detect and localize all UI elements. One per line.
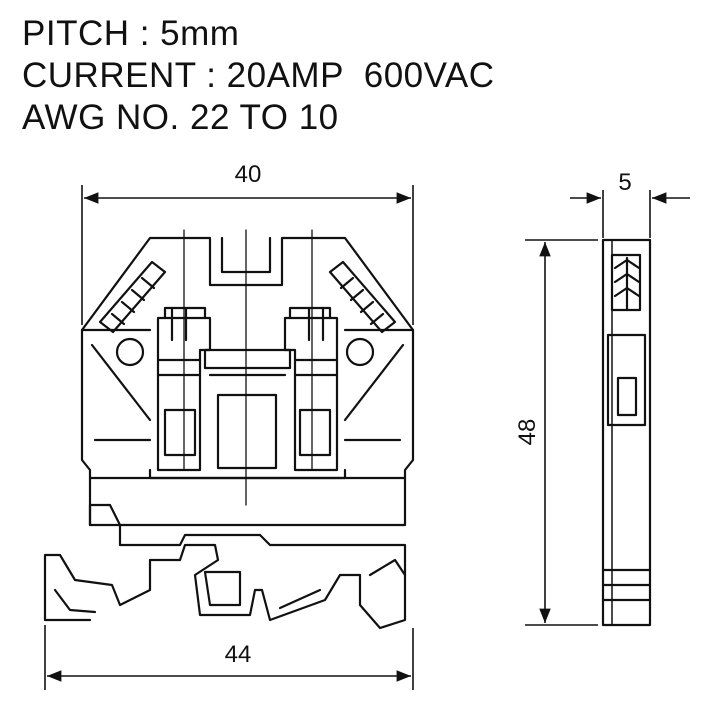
right-hole xyxy=(345,337,375,367)
right-clamp xyxy=(283,306,339,472)
side-outline xyxy=(601,238,652,627)
dim-40-label: 40 xyxy=(235,161,262,188)
left-hole xyxy=(115,337,145,367)
rail-foot xyxy=(43,503,407,630)
left-screw-guide xyxy=(98,260,167,334)
bus-bar xyxy=(203,348,292,370)
spec-awg: AWG NO. 22 TO 10 xyxy=(22,98,339,137)
side-view xyxy=(601,238,652,627)
front-view xyxy=(43,229,415,630)
dim-48-label: 48 xyxy=(514,419,541,446)
body-outline xyxy=(80,236,415,527)
dim-5-label: 5 xyxy=(618,169,631,196)
spec-current: CURRENT : 20AMP 600VAC xyxy=(22,56,495,95)
spec-pitch: PITCH : 5mm xyxy=(22,14,240,53)
left-clamp xyxy=(156,306,212,472)
right-screw-guide xyxy=(328,260,397,334)
center-cavity xyxy=(216,393,278,470)
dim-44-label: 44 xyxy=(225,641,252,668)
